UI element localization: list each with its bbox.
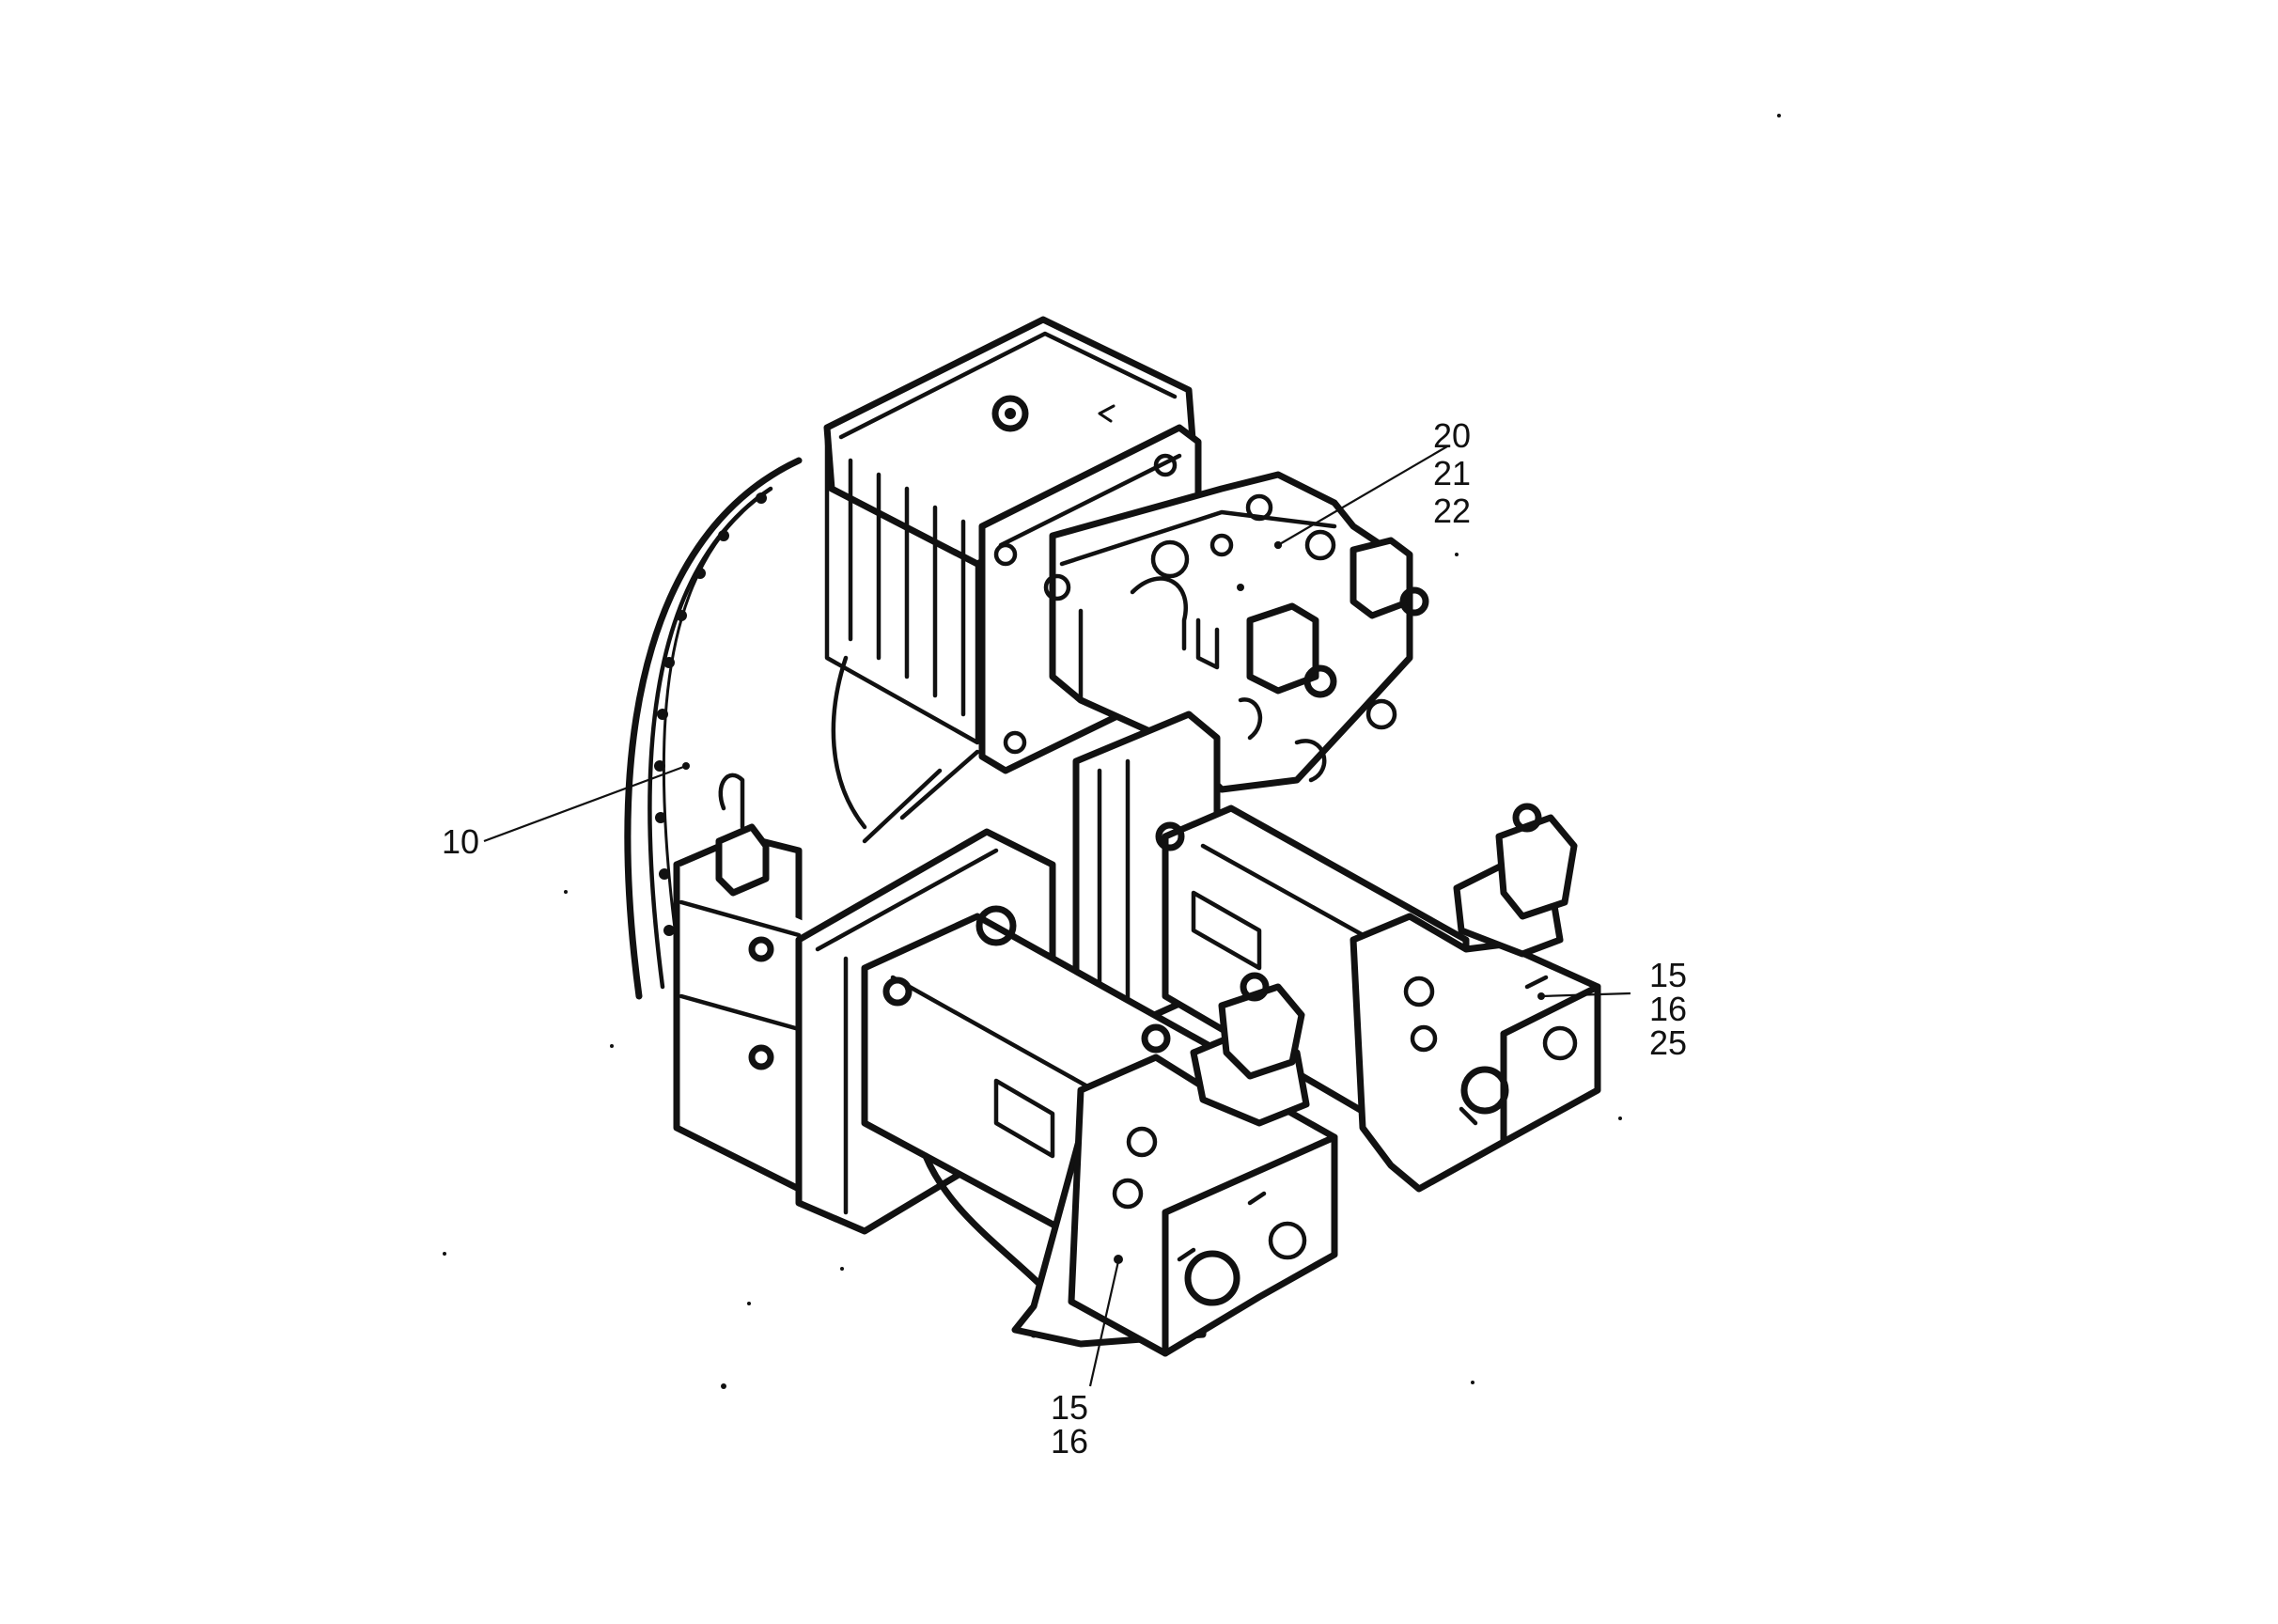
callout-21: 21 <box>1433 454 1471 492</box>
callout-16-right: 16 <box>1649 990 1687 1028</box>
mounting-flange <box>624 457 867 1000</box>
leader-lines <box>483 445 1631 1387</box>
callout-10: 10 <box>442 822 479 861</box>
callout-25-right: 25 <box>1649 1023 1687 1062</box>
callout-15-right: 15 <box>1649 956 1687 994</box>
callout-15-front: 15 <box>1051 1388 1088 1427</box>
callout-20: 20 <box>1433 416 1471 455</box>
callout-16-front: 16 <box>1051 1422 1088 1460</box>
callout-right-pump: 15 16 25 <box>1649 956 1687 1062</box>
scan-specks <box>443 114 1781 1389</box>
front-pump <box>861 905 1338 1357</box>
callout-22: 22 <box>1433 492 1471 530</box>
callout-control-block: 20 21 22 <box>1433 416 1471 530</box>
control-valve-block <box>1043 471 1429 793</box>
callout-front-pump: 15 16 <box>1051 1388 1088 1460</box>
